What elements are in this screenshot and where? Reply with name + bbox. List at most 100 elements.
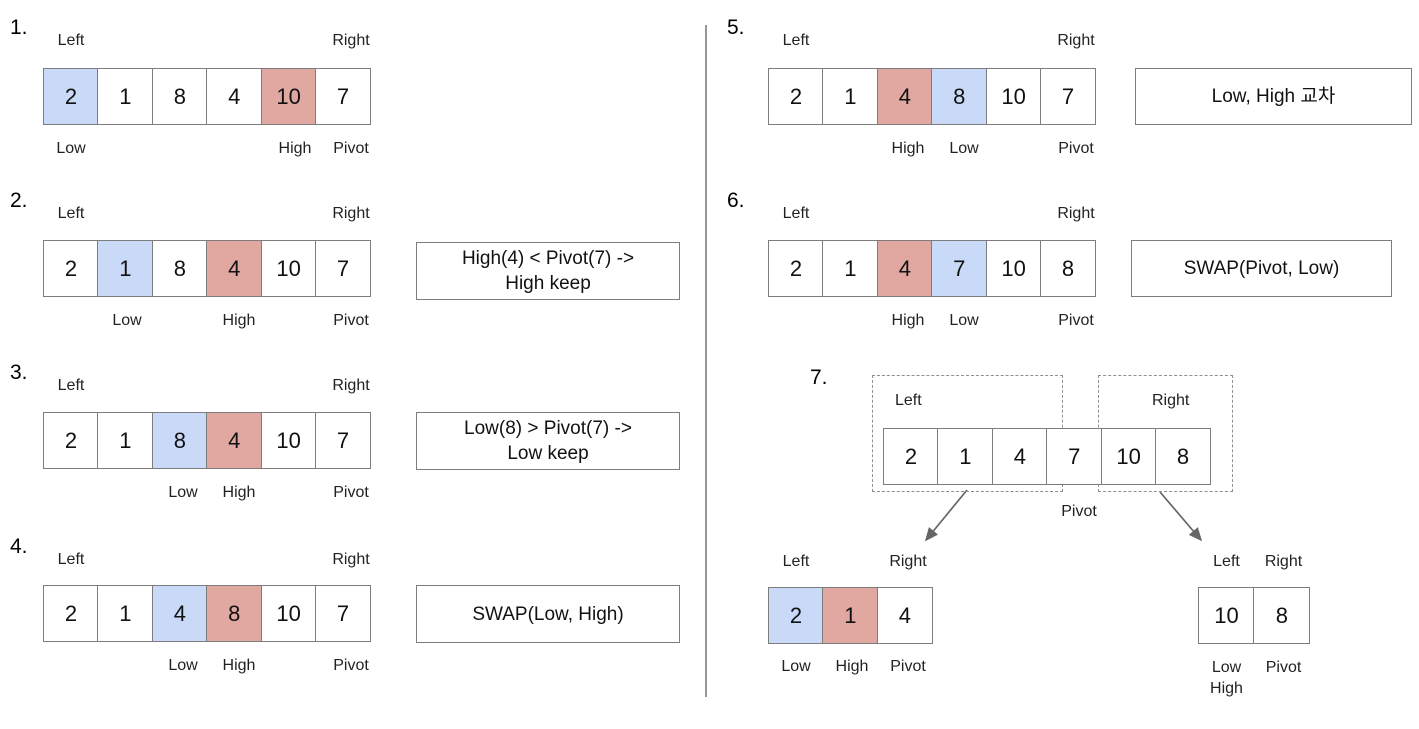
step-7-number: 7. xyxy=(810,366,828,389)
step-1-number: 1. xyxy=(10,16,28,39)
pointer-label-pivot: Pivot xyxy=(1265,659,1302,676)
pointer-label-left: Left xyxy=(782,32,810,49)
pointer-label-left: Left xyxy=(1213,553,1240,570)
array-cell-low: 8 xyxy=(151,412,208,469)
array-cell: 10 xyxy=(260,240,317,297)
array-cell: 8 xyxy=(151,68,208,125)
pointer-label-high: High xyxy=(278,140,312,157)
array-cell: 2 xyxy=(43,412,99,469)
step-5-number: 5. xyxy=(727,16,745,39)
pointer-label-right: Right xyxy=(332,377,370,394)
array-cell: 8 xyxy=(151,240,208,297)
pointer-label-low: Low xyxy=(949,312,979,329)
pointer-label-high: High xyxy=(222,312,256,329)
pointer-label-low: Low xyxy=(168,657,198,674)
pointer-label-right: Right xyxy=(1264,553,1303,570)
array-cell-low: 8 xyxy=(931,68,988,125)
pointer-label-pivot: Pivot xyxy=(333,484,369,501)
note-box-step-6: SWAP(Pivot, Low) xyxy=(1131,240,1392,297)
array-cell: 7 xyxy=(315,240,372,297)
pointer-label-right: Right xyxy=(1057,205,1095,222)
pointer-label-pivot: Pivot xyxy=(333,140,369,157)
arrow-to-left-subarray xyxy=(924,489,968,542)
array-cell: 7 xyxy=(1046,428,1103,485)
array-cell: 1 xyxy=(97,585,154,642)
pointer-label-high: High xyxy=(891,312,925,329)
pointer-label-low: Low xyxy=(168,484,198,501)
array-cell: 7 xyxy=(1040,68,1097,125)
step-3-number: 3. xyxy=(10,361,28,384)
step-6-number: 6. xyxy=(727,189,745,212)
pointer-label-left: Left xyxy=(57,205,85,222)
pointer-label-pivot: Pivot xyxy=(1061,503,1097,520)
array-cell-high: 4 xyxy=(206,240,263,297)
array-cell-low: 4 xyxy=(151,585,208,642)
pointer-label-right: Right xyxy=(332,551,370,568)
array-cell: 10 xyxy=(985,240,1042,297)
array-cell: 1 xyxy=(822,68,879,125)
pointer-label-low: Low xyxy=(112,312,142,329)
note-box-step-2: High(4) < Pivot(7) -> High keep xyxy=(416,242,680,300)
pointer-label-pivot: Pivot xyxy=(333,312,369,329)
pointer-label-low: Low xyxy=(56,140,86,157)
pointer-label-high: High xyxy=(222,484,256,501)
array-cell: 10 xyxy=(1100,428,1157,485)
array-cell: 7 xyxy=(315,585,372,642)
array-cell: 8 xyxy=(1040,240,1097,297)
note-box-step-3: Low(8) > Pivot(7) -> Low keep xyxy=(416,412,680,470)
array-cell: 2 xyxy=(768,68,824,125)
step-4-number: 4. xyxy=(10,535,28,558)
pointer-label-right: Right xyxy=(332,32,370,49)
pointer-label-pivot: Pivot xyxy=(890,658,926,675)
array-cell: 1 xyxy=(97,412,154,469)
array-cell: 1 xyxy=(937,428,994,485)
pointer-label-high: High xyxy=(835,658,869,675)
column-divider xyxy=(705,25,707,697)
pointer-label-pivot: Pivot xyxy=(1058,140,1094,157)
pointer-label-left: Left xyxy=(895,392,922,409)
array-cell: 10 xyxy=(260,585,317,642)
array-cell-high: 1 xyxy=(822,587,879,644)
array-cell: 1 xyxy=(822,240,879,297)
array-cell-high: 8 xyxy=(206,585,263,642)
array-cell: 7 xyxy=(315,412,372,469)
array-cell: 8 xyxy=(1155,428,1212,485)
pointer-label-left: Left xyxy=(57,377,85,394)
array-cell-low: 1 xyxy=(97,240,154,297)
array-cell: 7 xyxy=(315,68,372,125)
pointer-label-low: Low xyxy=(949,140,979,157)
pointer-label-right: Right xyxy=(1057,32,1095,49)
array-cell: 10 xyxy=(260,412,317,469)
arrow-to-right-subarray xyxy=(1159,491,1203,542)
pointer-label-right: Right xyxy=(332,205,370,222)
array-cell: 1 xyxy=(97,68,154,125)
array-cell-low: 7 xyxy=(931,240,988,297)
array-cell: 2 xyxy=(883,428,939,485)
array-cell-high: 10 xyxy=(260,68,317,125)
pointer-label-pivot: Pivot xyxy=(1058,312,1094,329)
array-cell-low: 2 xyxy=(43,68,99,125)
pointer-label-left: Left xyxy=(57,32,85,49)
array-cell-high: 4 xyxy=(876,68,933,125)
array-cell: 2 xyxy=(43,585,99,642)
array-cell-low: 2 xyxy=(768,587,824,644)
pointer-label-high: High xyxy=(891,140,925,157)
array-cell: 10 xyxy=(985,68,1042,125)
array-cell: 4 xyxy=(206,68,263,125)
pointer-label-left: Left xyxy=(57,551,85,568)
pointer-label-low-high: Low High xyxy=(1210,659,1243,697)
array-cell: 8 xyxy=(1253,587,1311,644)
array-cell-high: 4 xyxy=(876,240,933,297)
pointer-label-left: Left xyxy=(782,205,810,222)
pointer-label-right: Right xyxy=(1152,392,1190,409)
